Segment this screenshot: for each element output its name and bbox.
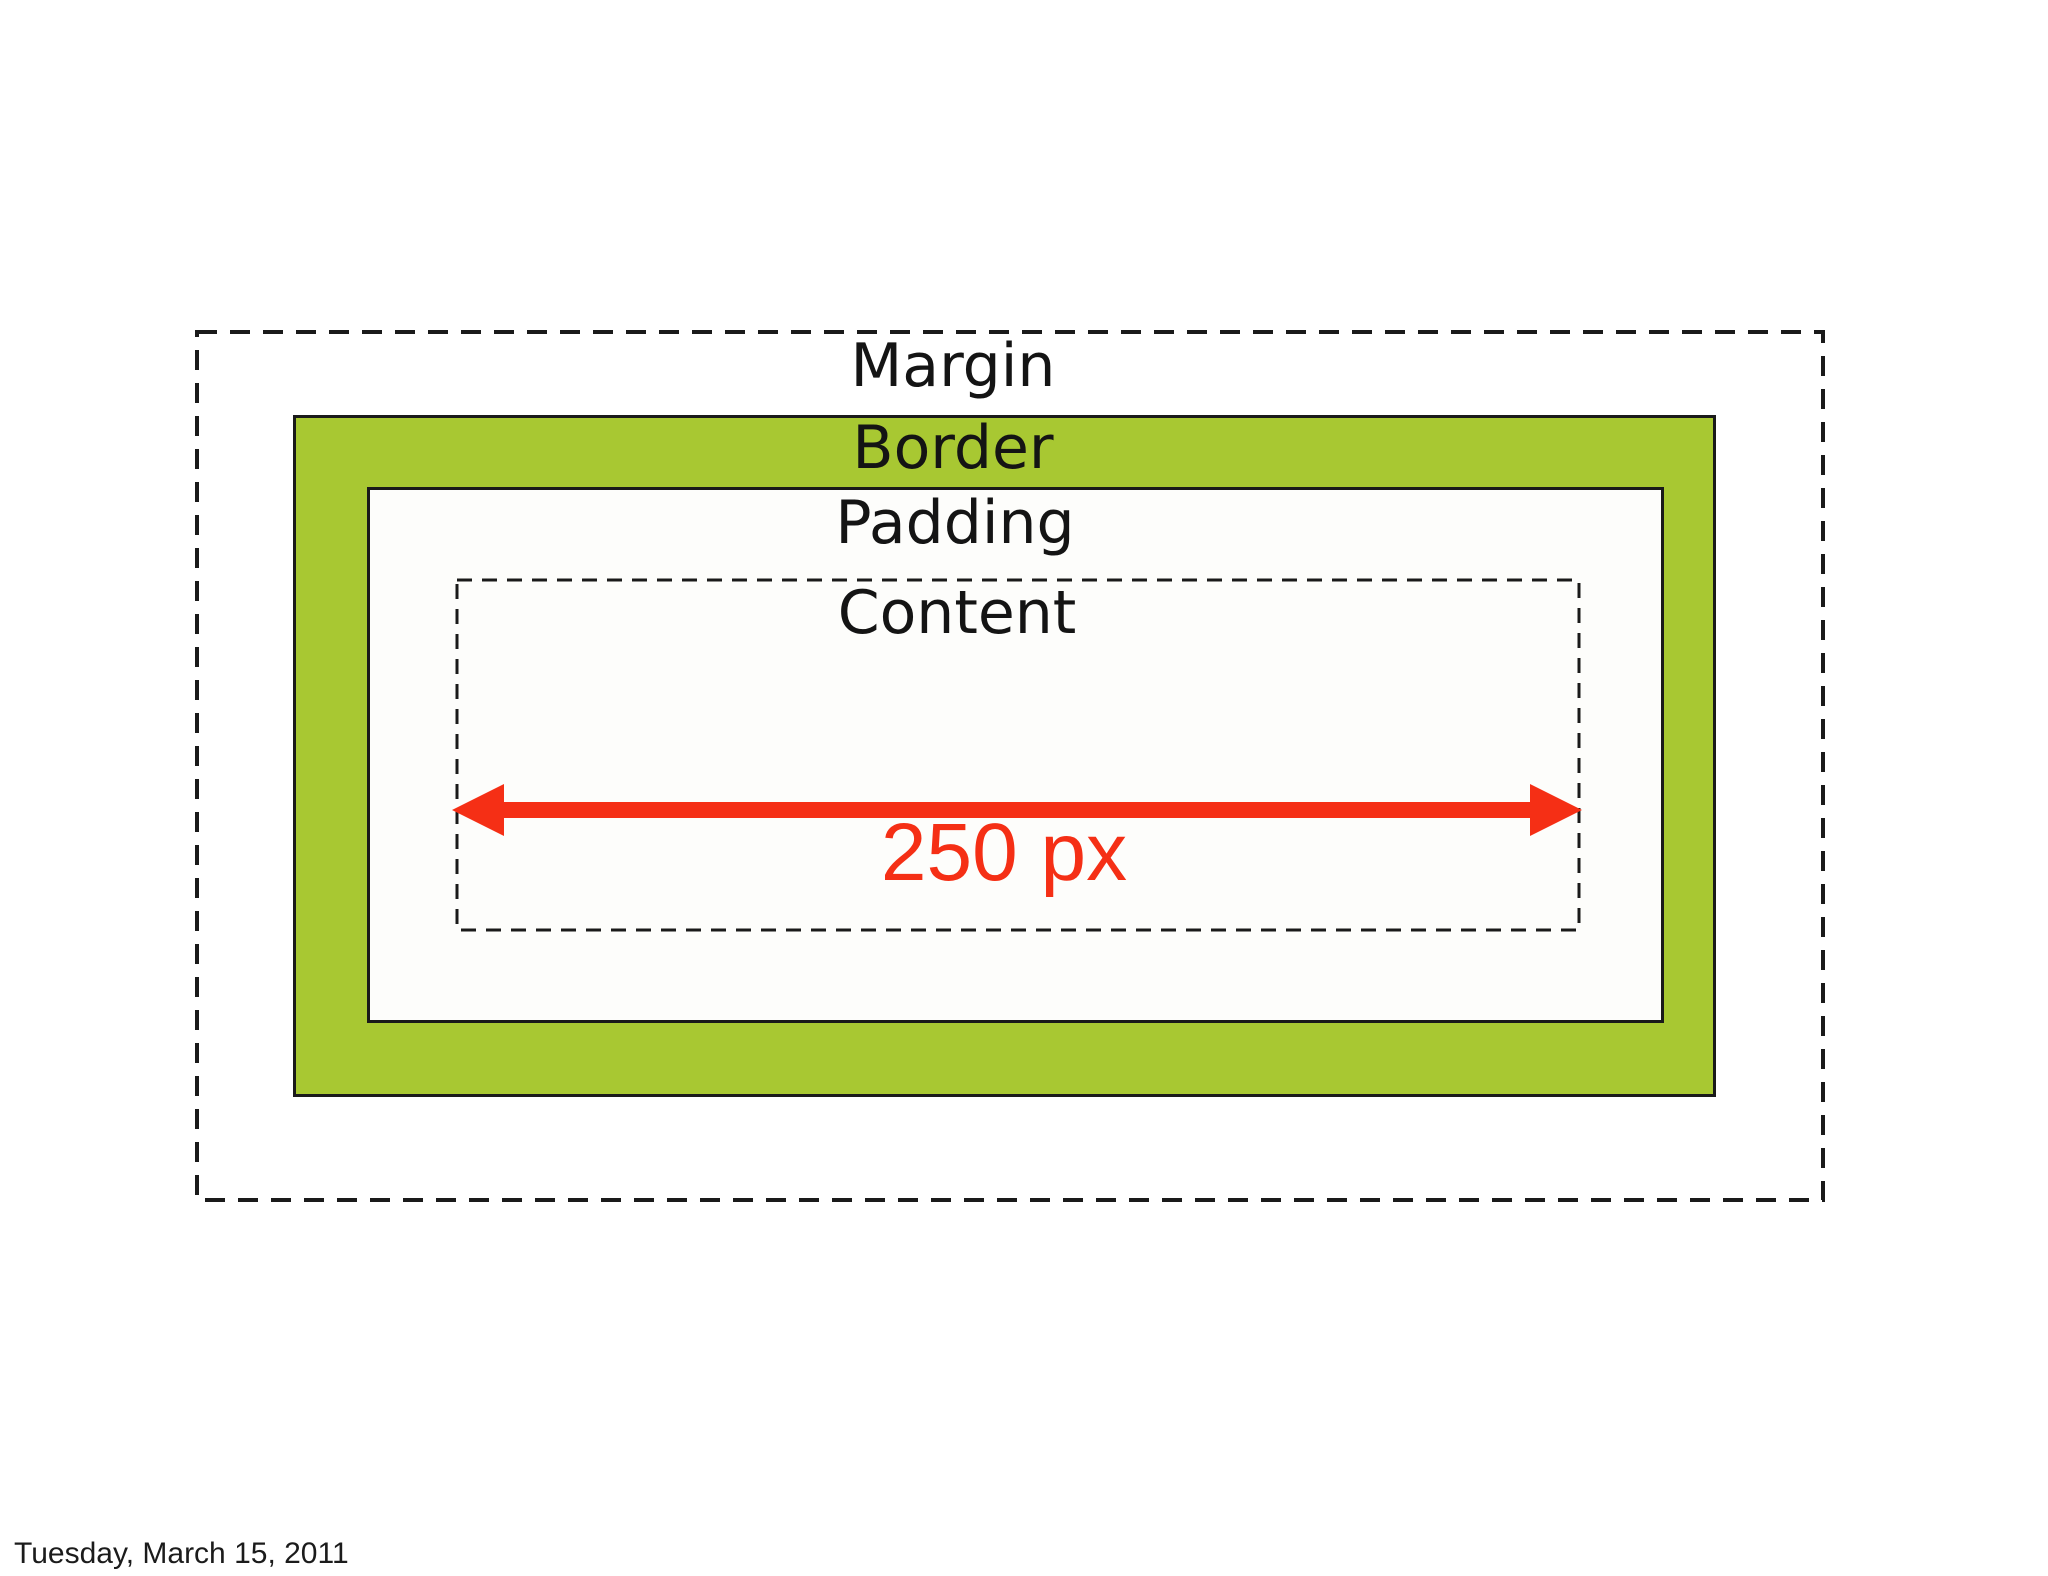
arrow-right-head	[1530, 784, 1582, 836]
margin-box	[195, 330, 1825, 1202]
padding-box	[367, 487, 1664, 1023]
content-label: Content	[837, 578, 1077, 648]
arrow-left-head	[452, 784, 504, 836]
footer-date: Tuesday, March 15, 2011	[14, 1537, 349, 1570]
width-annotation: 250 px	[880, 807, 1128, 898]
padding-label: Padding	[835, 488, 1075, 558]
width-arrow	[452, 784, 1582, 836]
content-box	[455, 578, 1581, 932]
margin-label: Margin	[850, 331, 1056, 401]
border-label: Border	[852, 413, 1054, 483]
